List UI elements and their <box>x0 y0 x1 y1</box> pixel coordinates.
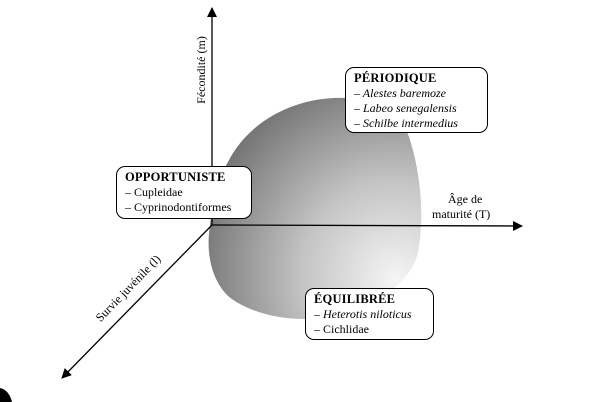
survival-axis <box>61 224 213 379</box>
equilibrium-item: – Heterotis niloticus <box>314 307 412 321</box>
fecundity-axis-label: Fécondité (m) <box>194 36 208 104</box>
periodic-title: PÉRIODIQUE <box>354 71 437 85</box>
opportunist-item: – Cyprinodontiformes <box>125 200 232 214</box>
maturity-axis-label-line1: Âge de <box>448 192 483 206</box>
maturity-axis <box>211 220 523 231</box>
corner-fragment <box>0 388 12 402</box>
opportunist-title: OPPORTUNISTE <box>125 170 226 184</box>
opportunist-strategy-box: OPPORTUNISTE – Cupleidae – Cyprinodontif… <box>116 166 252 219</box>
opportunist-item: – Cupleidae <box>125 185 183 199</box>
periodic-item: – Alestes baremoze <box>354 86 446 100</box>
periodic-strategy-box: PÉRIODIQUE – Alestes baremoze – Labeo se… <box>345 67 488 133</box>
survival-axis-label: Survie juvénile (l) <box>93 252 164 325</box>
equilibrium-strategy-box: ÉQUILIBRÉE – Heterotis niloticus – Cichl… <box>305 288 434 340</box>
equilibrium-title: ÉQUILIBRÉE <box>314 292 396 306</box>
equilibrium-item: – Cichlidae <box>314 322 369 336</box>
strategy-continuum-shape <box>208 97 422 320</box>
periodic-item: – Schilbe intermedius <box>354 116 458 130</box>
maturity-axis-label-line2: maturité (T) <box>432 207 491 221</box>
periodic-item: – Labeo senegalensis <box>354 101 457 115</box>
